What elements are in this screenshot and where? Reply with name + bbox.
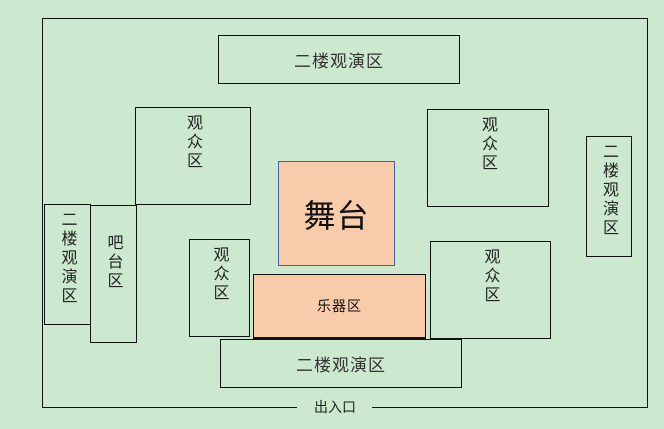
audience-label: 观众区 xyxy=(210,246,230,303)
audience-label: 观众区 xyxy=(479,116,498,173)
audience-mid-right: 观众区 xyxy=(430,241,551,339)
balcony-label: 二楼观演区 xyxy=(58,211,78,306)
bar-label: 吧台区 xyxy=(104,234,124,291)
balcony-top: 二楼观演区 xyxy=(218,35,460,84)
balcony-label: 二楼观演区 xyxy=(600,143,619,238)
audience-mid-left: 观众区 xyxy=(189,239,250,337)
bar-area: 吧台区 xyxy=(90,205,137,343)
venue-side-walls-bottom xyxy=(42,389,648,408)
audience-label: 观众区 xyxy=(481,248,501,305)
venue-bottom-wall-right xyxy=(372,407,648,408)
balcony-right: 二楼观演区 xyxy=(586,136,632,257)
audience-top-right: 观众区 xyxy=(427,109,549,207)
audience-top-left: 观众区 xyxy=(135,107,251,205)
balcony-bottom: 二楼观演区 xyxy=(220,339,462,388)
audience-label: 观众区 xyxy=(184,114,203,171)
venue-bottom-wall-left xyxy=(42,407,297,408)
entrance-label: 出入口 xyxy=(314,400,356,416)
stage: 舞台 xyxy=(278,161,395,266)
instrument-area: 乐器区 xyxy=(253,274,426,339)
venue-outline xyxy=(42,18,648,390)
balcony-left: 二楼观演区 xyxy=(44,204,91,325)
